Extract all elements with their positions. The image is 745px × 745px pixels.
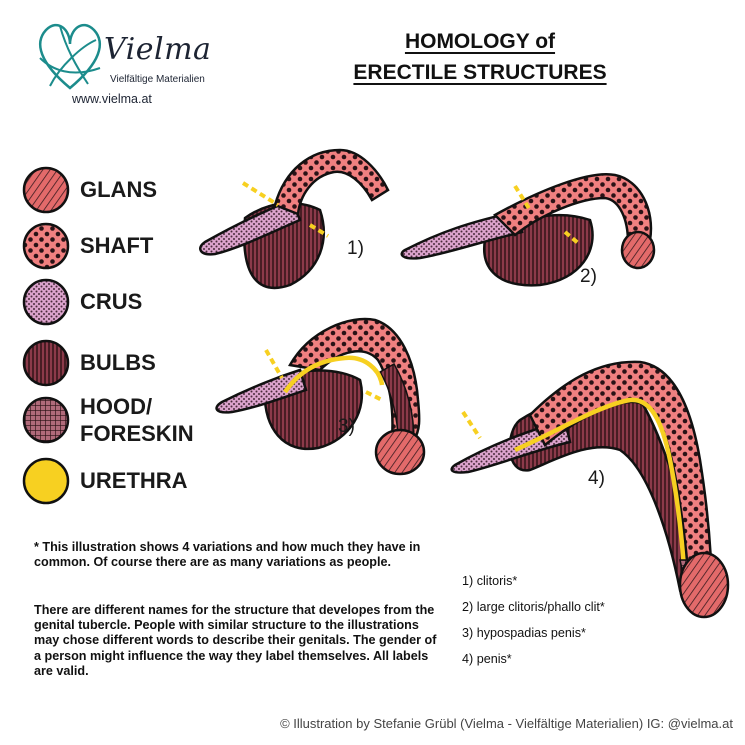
variation-list-item-3: 3) hypospadias penis* xyxy=(462,626,586,640)
legend-label-hood: HOOD/ xyxy=(80,394,153,419)
brand-name: Vielma xyxy=(104,32,212,67)
vielma-logo-icon xyxy=(38,23,102,90)
variation-number-1: 1) xyxy=(347,238,364,259)
legend-swatch-urethra xyxy=(22,457,70,505)
note-paragraph-2: There are different names for the struct… xyxy=(34,603,437,678)
legend-swatch-glans xyxy=(22,166,70,214)
credit-footer: © Illustration by Stefanie Grübl (Vielma… xyxy=(280,716,733,731)
brand-url[interactable]: www.vielma.at xyxy=(72,92,152,106)
variation-number-4: 4) xyxy=(588,468,605,489)
title-line-2: ERECTILE STRUCTURES xyxy=(353,61,607,84)
legend-label-glans: GLANS xyxy=(80,177,157,202)
legend-label-urethra: URETHRA xyxy=(80,468,188,493)
legend-label-crus: CRUS xyxy=(80,289,143,314)
legend-swatch-bulbs xyxy=(22,339,70,387)
variation-3-illustration xyxy=(215,317,426,476)
legend-label-foreskin: FORESKIN xyxy=(80,421,194,446)
brand-tagline: Vielfältige Materialien xyxy=(110,74,205,85)
variation-1-illustration xyxy=(199,148,390,290)
variation-number-3: 3) xyxy=(338,416,355,437)
variation-2-illustration xyxy=(400,173,656,287)
legend-swatch-hood xyxy=(22,396,70,444)
legend-label-shaft: SHAFT xyxy=(80,233,154,258)
title-line-1: HOMOLOGY of xyxy=(404,30,556,53)
legend-swatch-crus xyxy=(22,278,70,326)
variation-list-item-2: 2) large clitoris/phallo clit* xyxy=(462,600,605,614)
variation-list-item-1: 1) clitoris* xyxy=(462,574,518,588)
note-paragraph-1: * This illustration shows 4 variations a… xyxy=(34,540,421,570)
legend-swatch-shaft xyxy=(22,222,70,270)
legend-swatches xyxy=(22,166,70,505)
legend-label-bulbs: BULBS xyxy=(80,350,156,375)
variation-number-2: 2) xyxy=(580,266,597,287)
variation-4-illustration xyxy=(450,360,730,619)
variation-list-item-4: 4) penis* xyxy=(462,652,512,666)
